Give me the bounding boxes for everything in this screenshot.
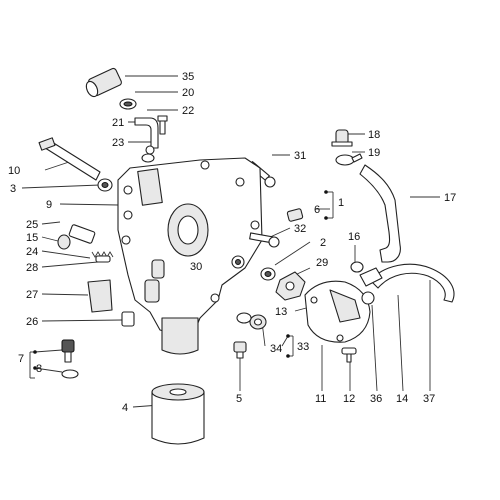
part-banjo-bolt xyxy=(233,341,247,359)
part-oil-filler-tube xyxy=(85,67,122,98)
callout-3: 3 xyxy=(10,183,16,195)
part-upper-hose xyxy=(359,164,401,263)
callout-17: 17 xyxy=(444,192,456,204)
part-screw xyxy=(341,347,357,363)
callout-1: 1 xyxy=(338,197,344,209)
callout-11: 11 xyxy=(315,393,326,405)
callout-14: 14 xyxy=(396,393,408,405)
callout-9: 9 xyxy=(46,199,52,211)
part-bushing xyxy=(286,208,304,222)
callout-dots xyxy=(33,190,328,370)
callout-2: 2 xyxy=(320,237,326,249)
callout-31: 31 xyxy=(294,150,306,162)
part-breather-plug xyxy=(331,129,353,147)
callout-18: 18 xyxy=(368,129,380,141)
callout-26: 26 xyxy=(26,316,38,328)
part-seal-34 xyxy=(249,314,267,330)
callout-13: 13 xyxy=(275,306,287,318)
callout-6: 6 xyxy=(314,204,320,216)
part-plate xyxy=(121,311,135,327)
part-sleeve xyxy=(68,224,96,244)
callout-23: 23 xyxy=(112,137,124,149)
callout-30: 30 xyxy=(190,261,202,273)
part-hose-clamp xyxy=(335,153,363,166)
part-bracket xyxy=(87,279,113,313)
part-o-ring-8 xyxy=(61,369,79,379)
callout-4: 4 xyxy=(122,402,128,414)
callout-16: 16 xyxy=(348,231,360,243)
callout-20: 20 xyxy=(182,87,194,99)
callout-labels: 35 20 21 22 23 18 19 31 17 10 3 1 6 9 32… xyxy=(8,71,456,414)
callout-35: 35 xyxy=(182,71,194,83)
part-drain-plug xyxy=(61,339,75,363)
callout-22: 22 xyxy=(182,105,194,117)
part-impeller xyxy=(275,271,306,301)
callout-24: 24 xyxy=(26,246,38,258)
part-seal-30 xyxy=(231,255,245,269)
part-oil-filter xyxy=(151,383,205,445)
callout-15: 15 xyxy=(26,232,38,244)
part-bolt-small xyxy=(157,115,168,135)
callout-8: 8 xyxy=(36,363,42,375)
callout-33: 33 xyxy=(297,341,309,353)
callout-29: 29 xyxy=(316,257,328,269)
callout-36: 36 xyxy=(370,393,382,405)
callout-5: 5 xyxy=(236,393,242,405)
part-elbow-pipe xyxy=(134,117,159,155)
part-drive-shaft xyxy=(38,137,101,181)
part-washer-3 xyxy=(97,178,113,192)
callout-21: 21 xyxy=(112,117,124,129)
part-hose-clamp-16 xyxy=(350,261,364,273)
part-spring xyxy=(91,251,114,258)
part-gasket xyxy=(141,153,155,163)
part-pin xyxy=(95,255,111,263)
parts xyxy=(38,67,455,445)
part-bearing xyxy=(57,234,71,250)
part-lower-hose xyxy=(359,263,455,303)
callout-32: 32 xyxy=(294,223,306,235)
part-clamp xyxy=(119,98,137,110)
part-water-pump-cover xyxy=(304,280,371,343)
callout-27: 27 xyxy=(26,289,38,301)
callout-19: 19 xyxy=(368,147,380,159)
part-bolt-32 xyxy=(249,232,280,248)
callout-37: 37 xyxy=(423,393,435,405)
callout-34: 34 xyxy=(270,343,282,355)
part-o-ring-33 xyxy=(236,312,252,324)
callout-7: 7 xyxy=(18,353,24,365)
part-washer-2 xyxy=(260,267,276,281)
callout-28: 28 xyxy=(26,262,38,274)
callout-12: 12 xyxy=(343,393,355,405)
callout-25: 25 xyxy=(26,219,38,231)
part-crankcase-cover xyxy=(117,157,263,355)
part-hose-clamp-36 xyxy=(361,291,375,305)
callout-10: 10 xyxy=(8,165,20,177)
